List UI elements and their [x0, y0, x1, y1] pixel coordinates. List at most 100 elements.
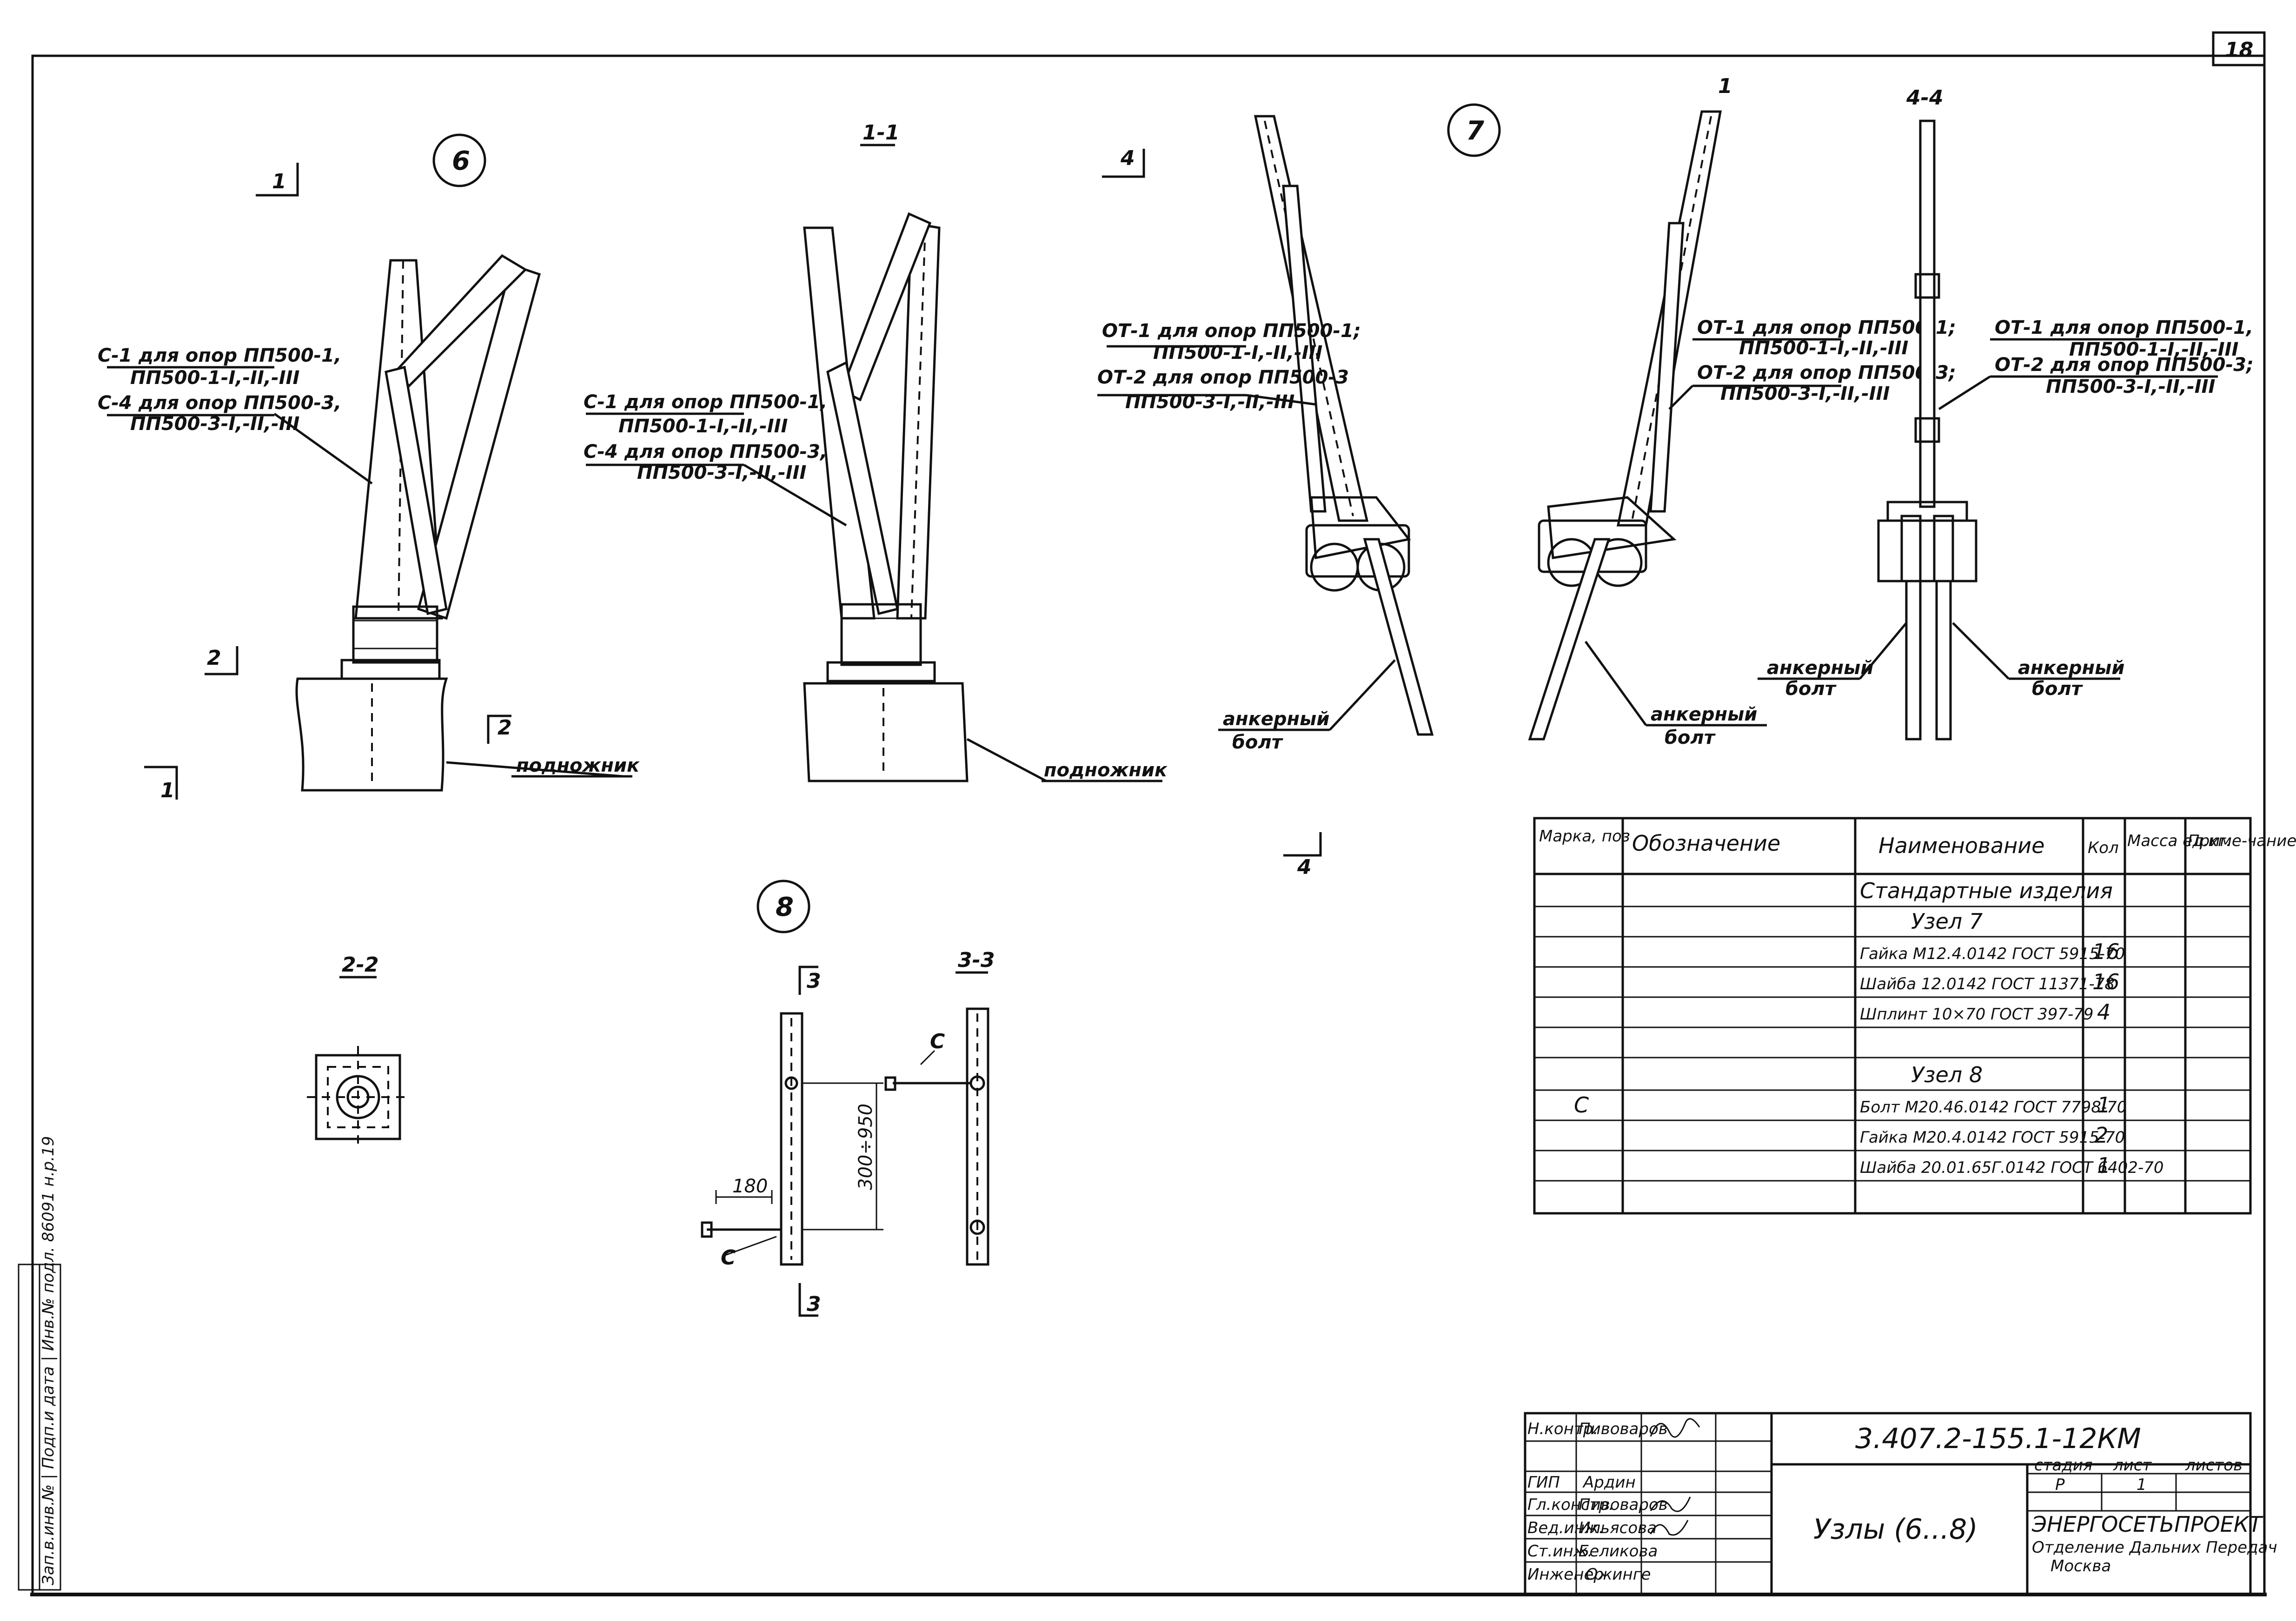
node-8-section-mark-top: 3: [807, 969, 821, 993]
title-name-3: Ильясова: [1579, 1519, 1657, 1537]
title-role-0: Н.контр.: [1527, 1420, 1598, 1438]
node-6-callout-2: ПП500-1-I,-II,-III: [130, 367, 299, 389]
title-name-0: Пивоваров: [1579, 1420, 1668, 1438]
node-8-bolt-label-right: С: [930, 1030, 945, 1053]
document-number: 3.407.2-155.1-12КМ: [1855, 1423, 2141, 1455]
node-7-right-callout-4: ПП500-3-I,-II,-III: [1720, 383, 1890, 404]
title-role-4: Ст.инж.: [1527, 1542, 1593, 1561]
node-6-marker: [432, 133, 486, 187]
section-1-1-view: 1-1 С-1 для опор ПП500-1, ПП500-1-I,-II,…: [584, 121, 1168, 782]
node-7-left-callout-4: ПП500-3-I,-II,-III: [1125, 391, 1294, 413]
node-6-view: 6 1 2 2 1 С-1 для опор ПП500-1, ПП500-1-…: [98, 133, 640, 802]
title-block: Н.контр. Пивоваров ГИП Ардин Гл.констр. …: [1524, 1412, 2277, 1596]
node-8-dim-vertical: 300÷950: [855, 1104, 876, 1190]
spec-header-note: Приме-чание: [2188, 832, 2296, 850]
spec-row-name: Стандартные изделия: [1860, 878, 2113, 903]
spec-row-name: Шайба 12.0142 ГОСТ 11371-78: [1860, 975, 2115, 993]
title-name-5: Ожинге: [1586, 1565, 1651, 1584]
node-6-callout-3: С-4 для опор ПП500-3,: [98, 392, 341, 414]
node-7-left-callout-1: ОТ-1 для опор ПП500-1;: [1102, 320, 1361, 342]
section-1-1-foundation-label: подножник: [1044, 760, 1168, 781]
spec-row-qty: 4: [2097, 999, 2110, 1025]
node-8-bolt-label-left: С: [721, 1246, 736, 1270]
sheet-value: 1: [2137, 1475, 2147, 1494]
spec-header-name: Наименование: [1878, 833, 2044, 858]
spec-row-name: Гайка М12.4.0142 ГОСТ 5915-70: [1860, 945, 2125, 963]
spec-row-qty: 1: [2097, 1092, 2110, 1118]
title-name-2: Пивоваров: [1579, 1495, 1668, 1514]
spec-header-mark: Марка, поз: [1539, 827, 1630, 846]
spec-row-qty: 2: [2095, 1123, 2108, 1148]
col-stage: стадия: [2034, 1456, 2092, 1475]
stage-value: Р: [2055, 1475, 2065, 1494]
node-7-right-bolt-2: болт: [1665, 727, 1716, 748]
section-1-1-callout-1: С-1 для опор ПП500-1,: [584, 391, 827, 413]
node-7-right-callout-2: ПП500-1-I,-II,-III: [1739, 337, 1908, 359]
spec-row-name: Гайка М20.4.0142 ГОСТ 5915-70: [1860, 1128, 2125, 1147]
node-7-right-bolt-1: анкерный: [1651, 704, 1757, 725]
spec-row-qty: 16: [2092, 969, 2120, 994]
section-1-1-callout-3: С-4 для опор ПП500-3,: [584, 441, 827, 463]
col-sheet: лист: [2113, 1456, 2152, 1475]
node-7-left-callout-3: ОТ-2 для опор ПП500-3: [1097, 367, 1349, 388]
title-role-3: Вед.инж.: [1527, 1519, 1604, 1537]
node-6-section-bottom: 1: [160, 779, 175, 802]
side-stamp: Зап.в.инв.№ | Подп.и дата | Инв.№ подл. …: [18, 1136, 61, 1591]
side-stamp-text: Зап.в.инв.№ | Подп.и дата | Инв.№ подл. …: [39, 1136, 58, 1585]
org-line-2: Отделение Дальних Передач: [2032, 1538, 2277, 1557]
spec-header-qty: Кол: [2088, 839, 2119, 857]
section-4-4-bolt-left-2: болт: [1785, 678, 1837, 700]
section-4-4-view: 4-4 ОТ-1 для опор ПП500-1, ПП500-1-I,-II…: [1758, 86, 2254, 741]
section-2-2-view: 2-2: [307, 953, 409, 1148]
section-4-4-callout-2: ПП500-1-I,-II,-III: [2069, 339, 2238, 360]
org-line-1: ЭНЕРГОСЕТЬПРОЕКТ: [2031, 1512, 2263, 1537]
node-7-right-section-mark: 1: [1718, 74, 1732, 98]
signature-scribble: [1650, 1418, 1700, 1438]
section-4-4-title: 4-4: [1906, 86, 1944, 110]
section-2-2-title: 2-2: [342, 953, 379, 977]
section-4-4-callout-3: ОТ-2 для опор ПП500-3;: [1995, 354, 2254, 376]
node-7-marker: [1447, 103, 1501, 157]
spec-row-qty: 1: [2097, 1153, 2110, 1178]
node-6-number: 6: [452, 146, 470, 176]
node-8-view: 8 3 3 180 С 300÷950 С 3-3: [701, 880, 995, 1317]
title-name-4: Беликова: [1579, 1542, 1658, 1561]
node-7-right-callout-3: ОТ-2 для опор ПП500-3;: [1697, 362, 1956, 384]
sheet-title: Узлы (6...8): [1813, 1513, 1978, 1546]
spec-row-name: Шплинт 10×70 ГОСТ 397-79: [1860, 1005, 2094, 1024]
section-4-4-bolt-left-1: анкерный: [1767, 657, 1873, 679]
node-7-section-bottom: 4: [1297, 855, 1312, 879]
node-7-left-bolt-2: болт: [1232, 732, 1284, 753]
node-8-section-title: 3-3: [958, 948, 995, 972]
node-7-view: 7 4 4 ОТ-1 для опор ПП500-1; ПП500-1-I,-…: [1097, 74, 1956, 879]
spec-row-name: Узел 7: [1911, 909, 1983, 934]
page-number: 18: [2225, 38, 2253, 62]
col-sheets: листов: [2185, 1456, 2243, 1475]
spec-row-mark: С: [1574, 1092, 1589, 1118]
title-role-5: Инженер: [1527, 1565, 1604, 1584]
signature-scribble: [1650, 1520, 1689, 1536]
spec-table: Марка, поз Обозначение Наименование Кол …: [1533, 817, 2296, 1215]
node-8-number: 8: [776, 892, 794, 922]
section-4-4-bolt-right-2: болт: [2032, 678, 2084, 700]
node-6-callout-4: ПП500-3-I,-II,-III: [130, 413, 299, 435]
node-6-section-left: 2: [207, 646, 221, 670]
node-6-foundation-label: подножник: [516, 755, 640, 776]
title-name-1: Ардин: [1582, 1473, 1636, 1492]
node-7-left-bolt-1: анкерный: [1223, 708, 1329, 730]
org-line-3: Москва: [2050, 1557, 2111, 1575]
node-7-left-callout-2: ПП500-1-I,-II,-III: [1153, 342, 1322, 364]
section-4-4-callout-1: ОТ-1 для опор ПП500-1,: [1995, 317, 2253, 338]
spec-header-designation: Обозначение: [1632, 831, 1780, 856]
node-7-number: 7: [1466, 116, 1484, 146]
title-role-2: Гл.констр.: [1527, 1495, 1614, 1514]
section-1-1-title: 1-1: [863, 121, 900, 145]
node-8-dim-horizontal: 180: [732, 1176, 768, 1197]
node-6-section-top: 1: [272, 170, 286, 193]
section-1-1-callout-2: ПП500-1-I,-II,-III: [618, 416, 788, 437]
node-6-section-right: 2: [498, 716, 512, 740]
node-7-section-top: 4: [1120, 146, 1135, 170]
spec-row-qty: 16: [2092, 939, 2120, 964]
spec-row-name: Узел 8: [1911, 1062, 1983, 1087]
